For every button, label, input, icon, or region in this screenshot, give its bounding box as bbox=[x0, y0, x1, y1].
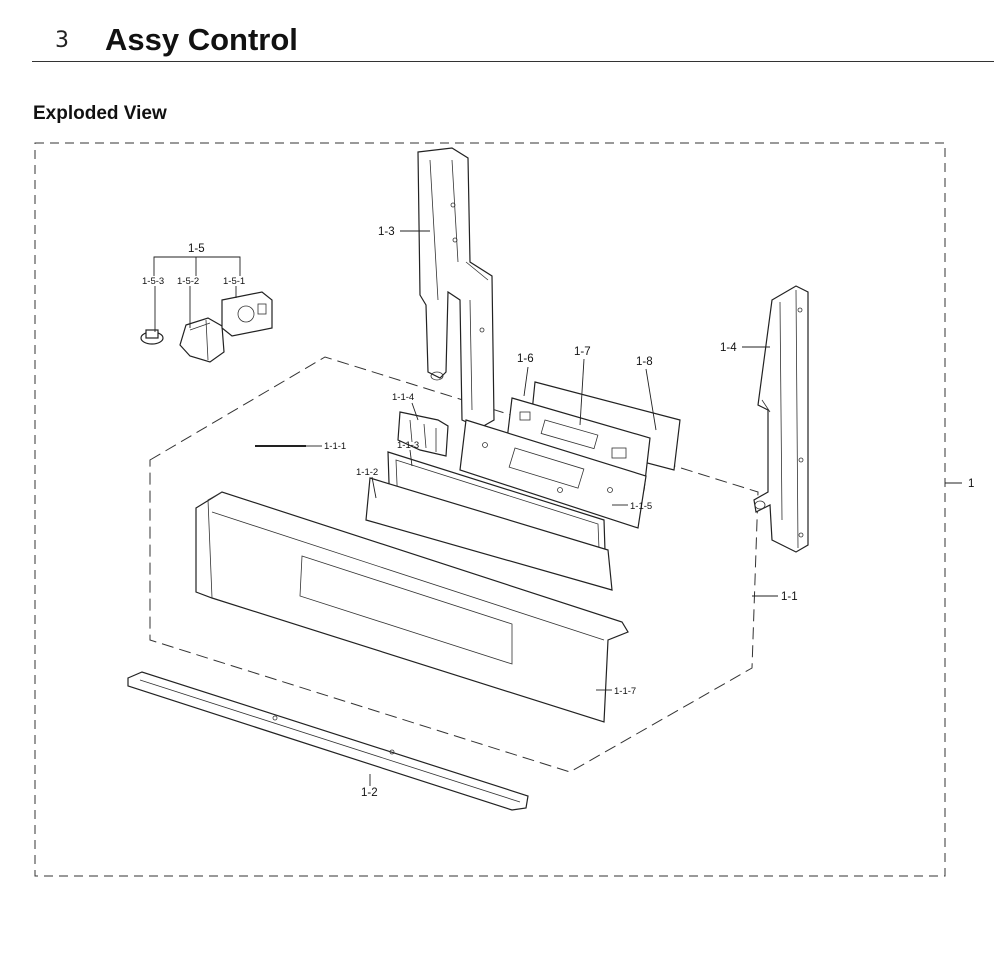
label-1-1-4: 1-1-4 bbox=[392, 392, 414, 403]
leader-1-5 bbox=[153, 256, 241, 276]
label-1-1: 1-1 bbox=[781, 591, 798, 603]
component-1-5-2 bbox=[179, 317, 225, 363]
header-rule bbox=[32, 61, 994, 62]
label-1-5-1: 1-5-1 bbox=[223, 276, 245, 287]
label-1-5-2: 1-5-2 bbox=[177, 276, 199, 287]
label-1-5-3: 1-5-3 bbox=[142, 276, 164, 287]
small-bracket-1-1-4 bbox=[397, 411, 449, 457]
left-bracket-part bbox=[417, 147, 495, 429]
section-title: Assy Control bbox=[105, 22, 298, 57]
label-1-4: 1-4 bbox=[720, 342, 737, 354]
right-bracket-part bbox=[753, 285, 809, 553]
front-control-panel-1-1-7 bbox=[195, 491, 629, 723]
label-1-7: 1-7 bbox=[574, 346, 591, 358]
label-1-1-7: 1-1-7 bbox=[614, 686, 636, 697]
leader-1-6 bbox=[523, 366, 529, 397]
component-1-5-1 bbox=[221, 291, 273, 337]
label-1-1-1: 1-1-1 bbox=[324, 441, 346, 452]
section-number: 3 bbox=[55, 28, 69, 53]
leader-1-8 bbox=[645, 368, 657, 431]
display-holder-1-1-5 bbox=[459, 419, 647, 529]
label-1-1-3: 1-1-3 bbox=[397, 440, 419, 451]
leader-1-1-2 bbox=[371, 476, 377, 499]
exploded-view-title: Exploded View bbox=[33, 103, 167, 124]
rail-1-2 bbox=[127, 671, 529, 811]
leader-1-1-3 bbox=[409, 449, 413, 467]
label-1-8: 1-8 bbox=[636, 356, 653, 368]
label-1-5: 1-5 bbox=[188, 243, 205, 255]
label-1-2: 1-2 bbox=[361, 787, 378, 799]
label-1-3: 1-3 bbox=[378, 226, 395, 238]
component-1-5-3 bbox=[140, 329, 164, 345]
assembly-boundary bbox=[34, 142, 946, 877]
label-1-1-5: 1-1-5 bbox=[630, 501, 652, 512]
panel-1-1-2 bbox=[365, 477, 613, 591]
label-1-1-2: 1-1-2 bbox=[356, 467, 378, 478]
label-1-6: 1-6 bbox=[517, 353, 534, 365]
section-header: 3 Assy Control bbox=[0, 0, 1000, 64]
label-1: 1 bbox=[968, 478, 974, 490]
leader-1-1-4 bbox=[411, 402, 419, 421]
sub-assembly-1-1-boundary bbox=[149, 356, 759, 773]
leader-1-7 bbox=[579, 358, 585, 426]
